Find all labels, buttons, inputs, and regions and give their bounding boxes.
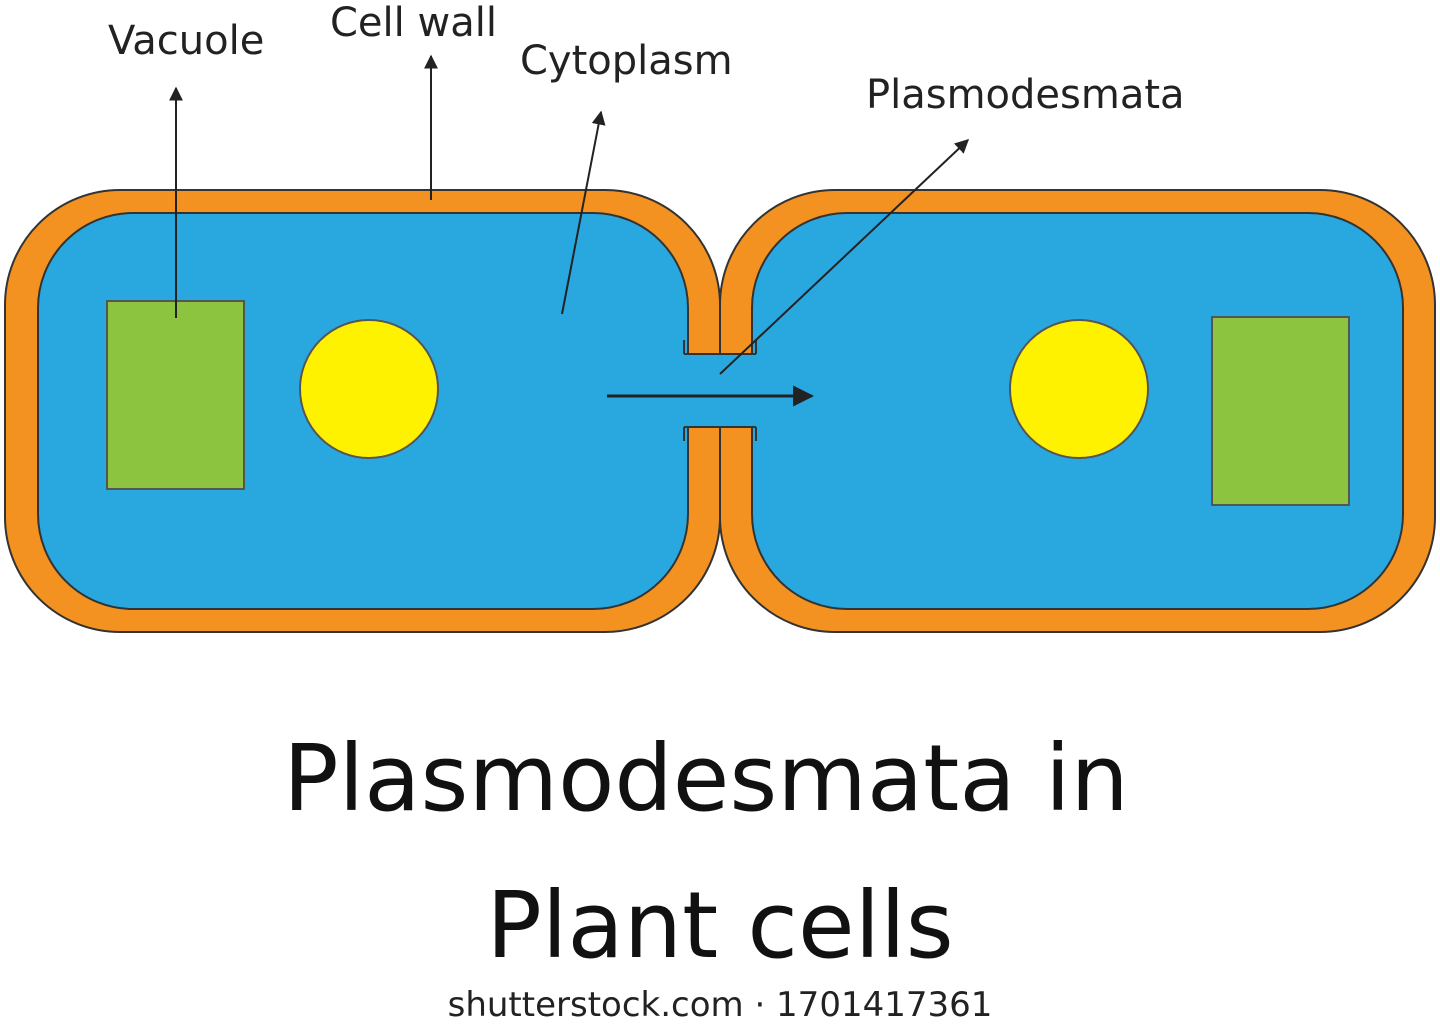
right-cell (719, 189, 1436, 633)
left-vacuole (106, 300, 245, 490)
cell-wall-label: Cell wall (330, 0, 497, 46)
plasmodesmata-label: Plasmodesmata (866, 72, 1185, 118)
watermark: shutterstock.com · 1701417361 (448, 985, 993, 1025)
right-nucleus (1009, 319, 1149, 459)
right-vacuole (1211, 316, 1350, 506)
cytoplasm-pointer-arrow (561, 110, 606, 315)
title-line-2: Plant cells (486, 872, 953, 979)
plasmodesmata-channel (655, 340, 785, 441)
plasmodesmata-pointer-arrow (719, 139, 970, 375)
left-nucleus (299, 319, 439, 459)
vacuole-label: Vacuole (108, 18, 264, 64)
left-cell (4, 189, 721, 633)
cytoplasm-label: Cytoplasm (520, 38, 733, 84)
title-line-1: Plasmodesmata in (283, 725, 1129, 832)
